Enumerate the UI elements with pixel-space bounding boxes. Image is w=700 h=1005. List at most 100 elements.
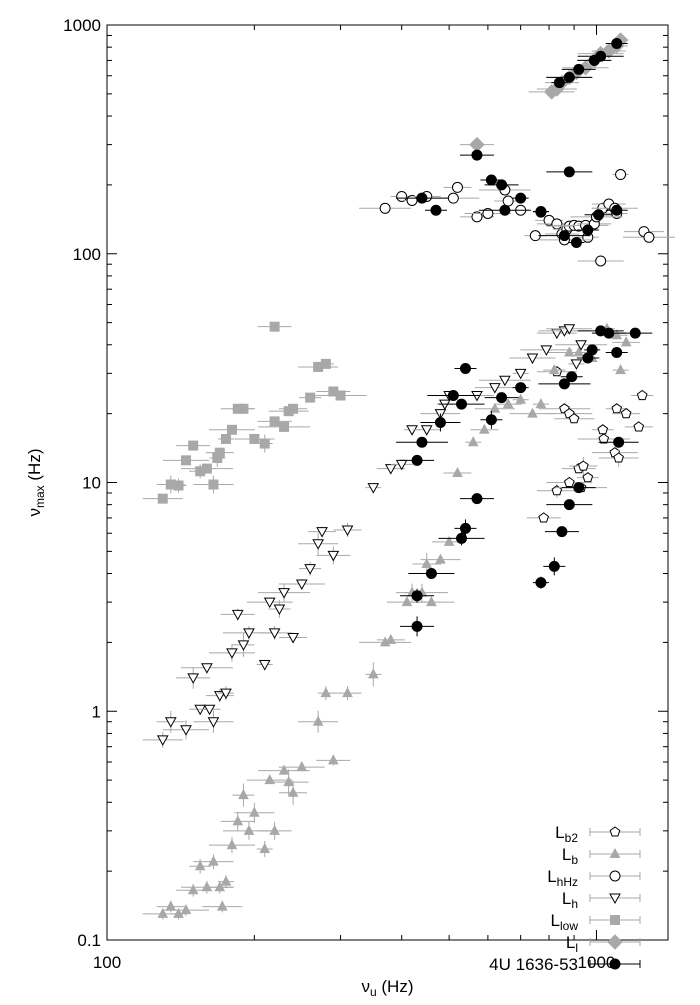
- data-point-l-b: [467, 436, 479, 447]
- data-point-l-low: [269, 321, 280, 332]
- data-point-l-b: [173, 907, 184, 918]
- data-point-4u-1636-53: [566, 371, 578, 383]
- data-point-4u-1636-53: [485, 174, 497, 186]
- legend-marker: [609, 893, 621, 905]
- data-point-l-h: [295, 579, 308, 591]
- data-point-l-b2: [620, 407, 632, 419]
- data-point-4u-1636-53: [411, 590, 423, 602]
- x-axis-title: νu (Hz): [361, 977, 413, 999]
- data-point-l-b: [367, 668, 379, 679]
- data-point-4u-1636-53: [471, 493, 483, 505]
- data-point-l-low: [320, 358, 331, 369]
- data-point-l-b: [216, 900, 228, 911]
- data-point-l-h: [526, 353, 539, 365]
- data-point-4u-1636-53: [595, 50, 607, 62]
- axes: [106, 24, 669, 941]
- legend-item-l-b: Lb: [562, 845, 641, 867]
- data-point-l-low: [288, 403, 299, 414]
- data-point-4u-1636-53: [459, 363, 471, 375]
- data-point-4u-1636-53: [456, 398, 468, 410]
- data-point-l-h: [243, 628, 255, 639]
- legend-marker: [609, 847, 621, 858]
- data-point-l-b: [328, 754, 339, 765]
- data-point-l-hhz: [643, 231, 655, 243]
- data-point-l-b: [287, 786, 299, 797]
- data-point-l-low: [220, 433, 231, 444]
- data-point-l-h: [268, 628, 281, 639]
- data-point-4u-1636-53: [553, 77, 565, 89]
- data-point-l-hhz: [396, 190, 408, 202]
- data-point-4u-1636-53: [416, 436, 428, 448]
- data-point-l-l: [469, 136, 485, 153]
- data-point-l-b2: [613, 452, 624, 463]
- legend-item-4u-1636-53: 4U 1636-53: [489, 955, 641, 974]
- data-point-l-h: [341, 525, 354, 537]
- data-point-l-low: [188, 440, 199, 451]
- legend-item-l-h: Lh: [562, 889, 641, 911]
- data-point-l-h: [207, 717, 220, 728]
- data-point-4u-1636-53: [459, 522, 471, 534]
- data-point-l-hhz: [502, 195, 514, 207]
- data-point-l-b: [296, 761, 308, 772]
- data-point-l-b: [385, 633, 397, 644]
- data-point-4u-1636-53: [558, 230, 570, 242]
- data-point-l-low: [269, 416, 280, 427]
- data-point-l-h: [278, 588, 290, 599]
- series-l-b2: [526, 366, 654, 523]
- data-point-l-b: [515, 393, 526, 404]
- data-point-l-b: [478, 423, 490, 434]
- data-point-l-b2: [597, 424, 609, 435]
- data-point-l-h: [540, 345, 553, 356]
- legend-label: 4U 1636-53: [489, 955, 578, 974]
- data-point-4u-1636-53: [558, 378, 570, 390]
- data-point-4u-1636-53: [496, 392, 508, 404]
- data-point-l-h: [312, 539, 324, 550]
- series-l-l: [459, 32, 629, 153]
- data-point-l-b2: [578, 460, 589, 471]
- data-point-l-h: [231, 609, 244, 621]
- data-point-l-b: [426, 596, 437, 607]
- data-point-l-hhz: [551, 218, 563, 230]
- data-point-l-h: [499, 375, 511, 387]
- data-point-l-b: [312, 715, 324, 726]
- data-point-l-low: [157, 493, 168, 504]
- data-point-l-hhz: [471, 211, 483, 223]
- data-point-4u-1636-53: [515, 382, 527, 394]
- data-point-4u-1636-53: [556, 526, 568, 538]
- legend-label: Lb: [562, 845, 578, 867]
- data-point-l-b: [573, 346, 585, 357]
- data-point-l-b: [201, 881, 213, 892]
- data-point-4u-1636-53: [471, 149, 483, 161]
- data-point-l-b: [421, 557, 433, 569]
- data-point-l-h: [156, 735, 169, 746]
- data-point-l-h: [367, 483, 380, 494]
- data-point-l-low: [259, 438, 270, 449]
- data-point-4u-1636-53: [456, 532, 468, 544]
- data-point-l-b: [165, 900, 177, 911]
- y-tick-label: 1000: [63, 16, 101, 35]
- data-points: [142, 32, 675, 920]
- data-point-l-b: [226, 839, 238, 850]
- data-point-4u-1636-53: [563, 499, 575, 511]
- legend-label: Lh: [562, 889, 578, 911]
- data-point-l-h: [304, 564, 316, 575]
- data-point-l-low: [249, 433, 260, 444]
- data-point-l-h: [180, 725, 192, 736]
- data-point-4u-1636-53: [535, 577, 547, 589]
- data-point-l-h: [316, 527, 328, 538]
- data-point-l-h: [226, 648, 238, 659]
- legend-marker: [609, 870, 621, 882]
- data-point-l-h: [263, 597, 276, 609]
- data-point-l-b: [320, 687, 332, 698]
- data-point-4u-1636-53: [425, 568, 437, 580]
- data-point-l-h: [258, 660, 271, 671]
- data-point-l-b2: [568, 413, 580, 424]
- data-point-l-hhz: [615, 169, 627, 181]
- legend-item-l-low: Llow: [551, 911, 641, 933]
- data-point-4u-1636-53: [573, 63, 585, 75]
- data-point-4u-1636-53: [611, 204, 623, 216]
- data-point-l-b: [615, 364, 626, 375]
